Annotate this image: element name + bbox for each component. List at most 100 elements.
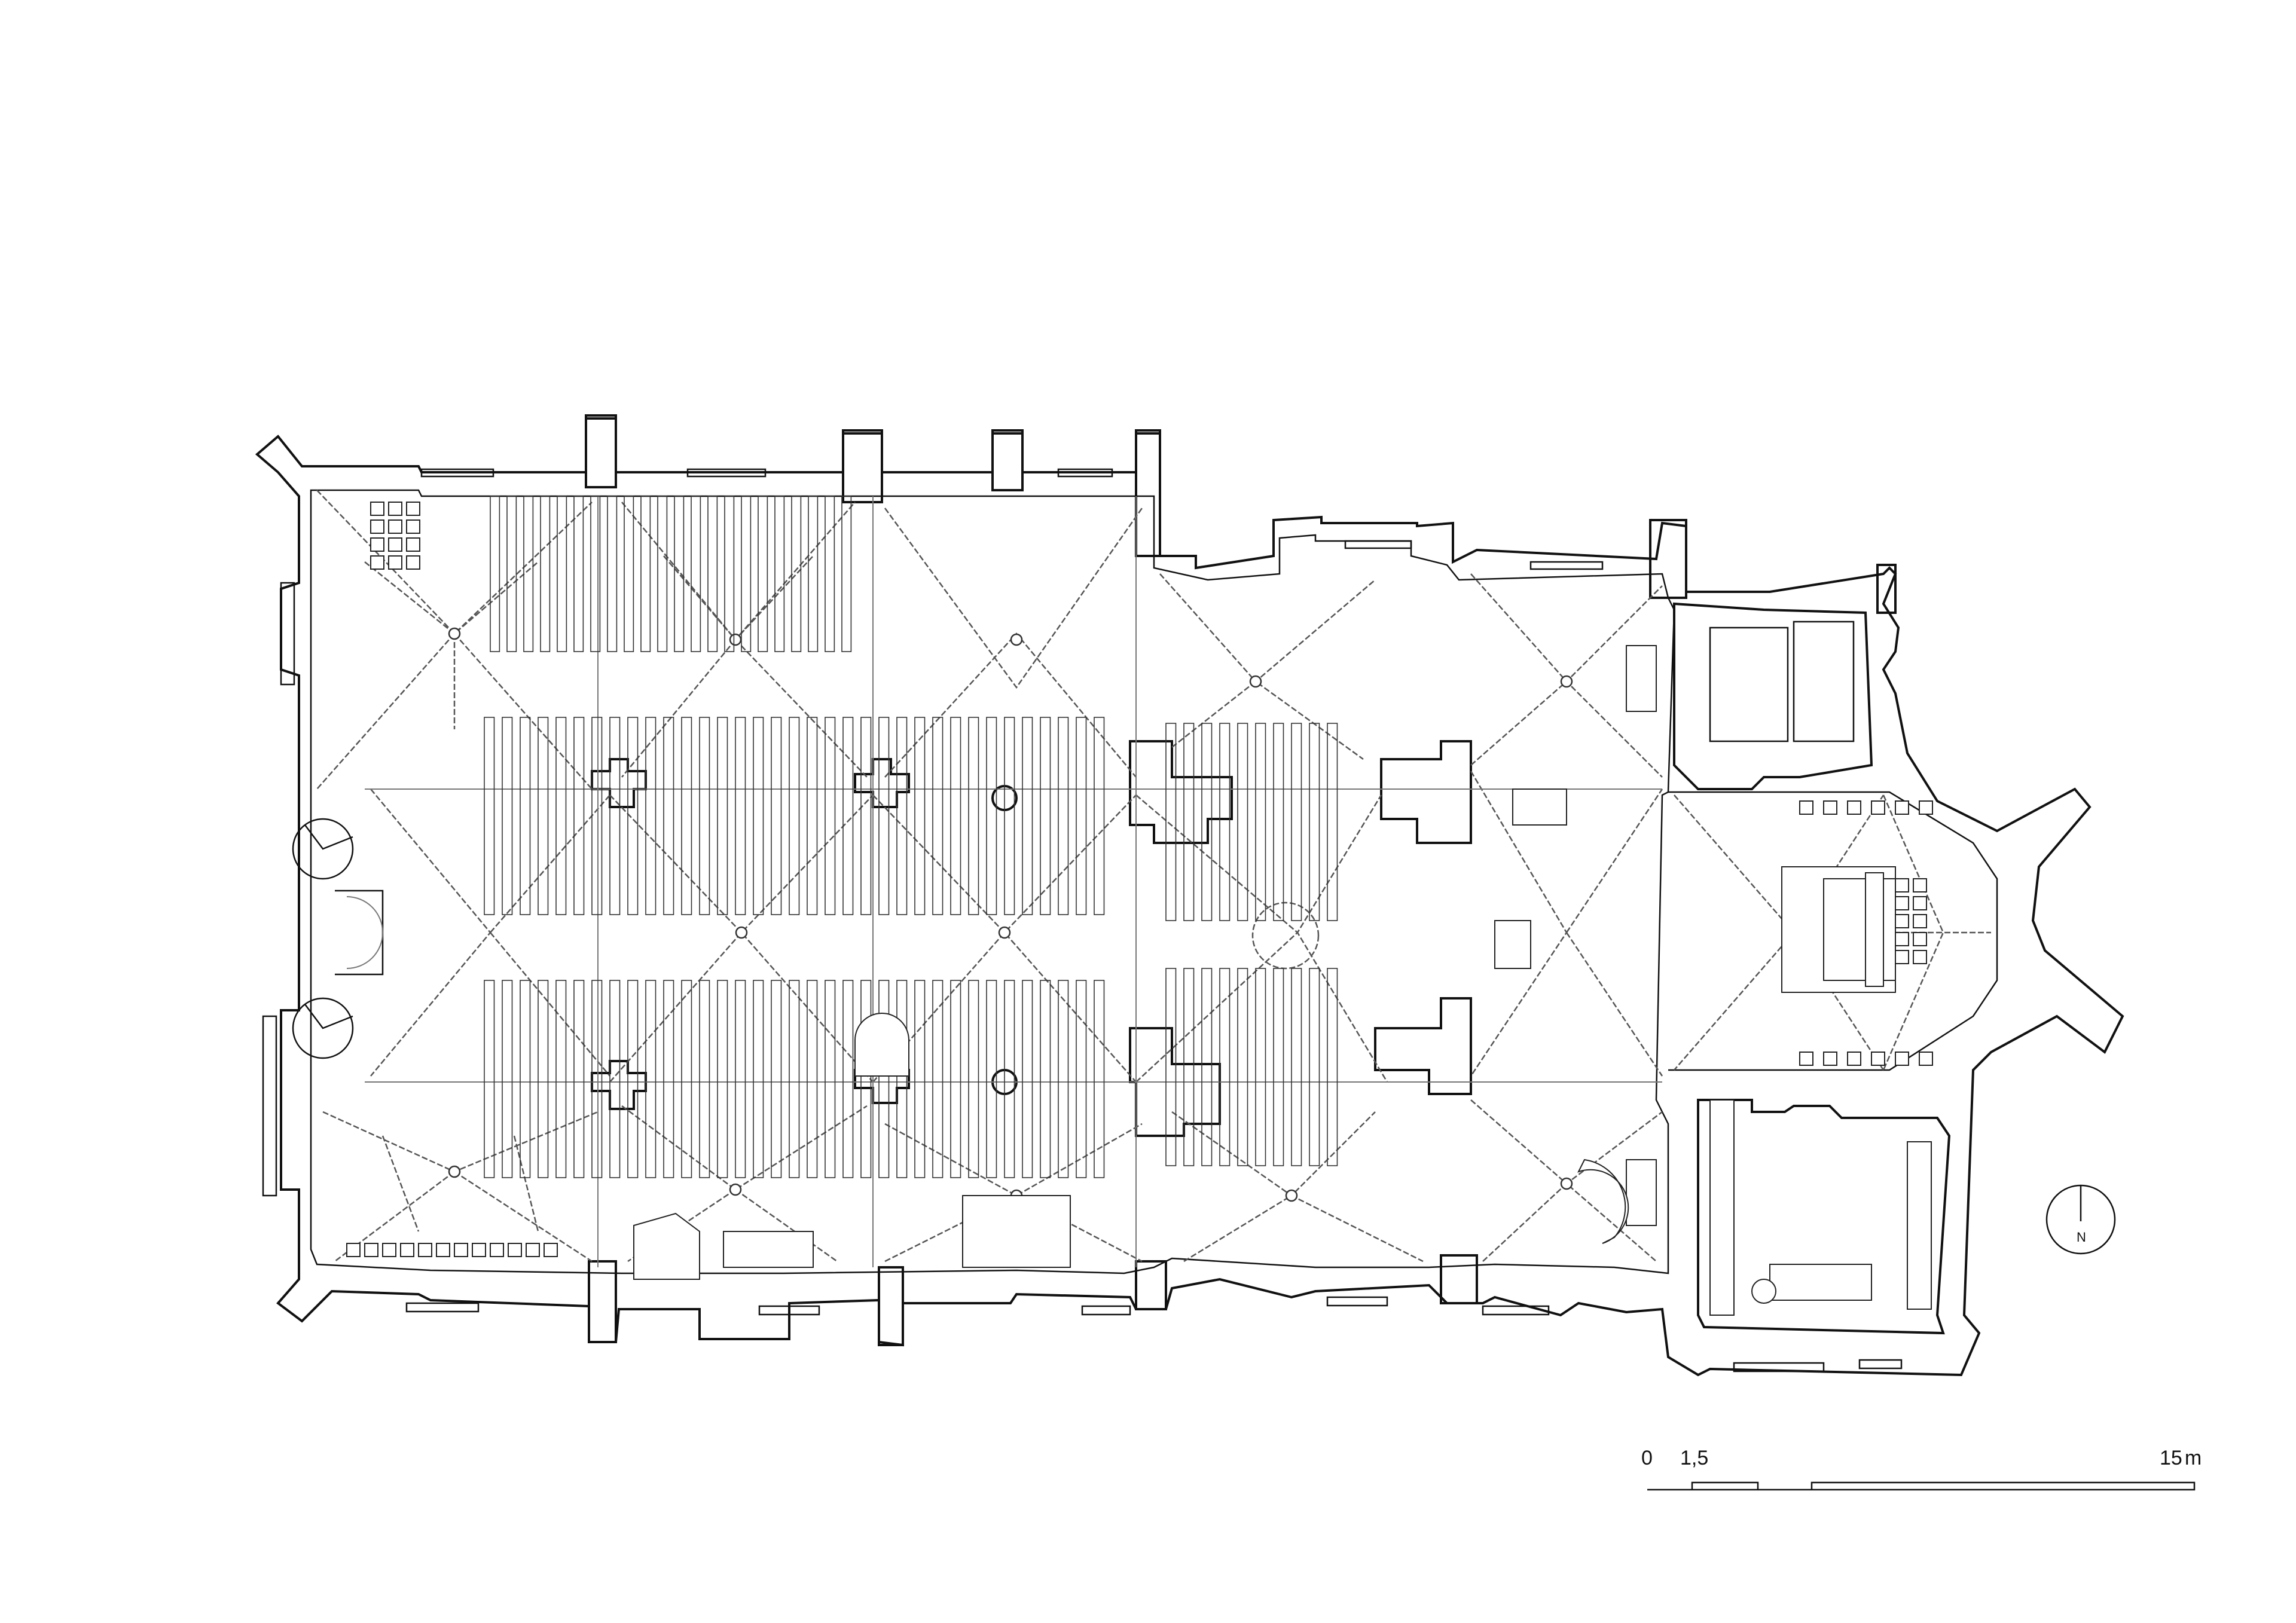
north-label: N bbox=[2077, 1230, 2086, 1245]
pier-block-1 bbox=[1129, 740, 1233, 844]
pew-north-west bbox=[557, 496, 567, 652]
buttresses bbox=[585, 414, 1897, 1346]
chair-northwest bbox=[370, 555, 384, 570]
pew-south-nave bbox=[681, 980, 692, 1178]
vault-rib-sw bbox=[322, 1111, 599, 1263]
pew-south-nave bbox=[699, 980, 710, 1178]
chair-chancel-south bbox=[1871, 1052, 1885, 1066]
pew-north-east bbox=[1327, 723, 1338, 921]
chair-southwest bbox=[418, 1243, 432, 1257]
pew-south-nave bbox=[573, 980, 585, 1178]
chair-chancel-south bbox=[1847, 1052, 1861, 1066]
buttress-north-2 bbox=[842, 429, 883, 503]
pew-south-nave bbox=[520, 980, 531, 1178]
pew-south-nave bbox=[591, 980, 603, 1178]
pew-north-east bbox=[1165, 723, 1177, 921]
window-n1 bbox=[420, 468, 494, 478]
stair-steps bbox=[304, 824, 353, 1029]
bench-north bbox=[1626, 645, 1657, 712]
pew-south-nave bbox=[950, 980, 961, 1178]
pew-south-nave bbox=[771, 980, 782, 1178]
chair-southwest bbox=[346, 1243, 361, 1257]
vault-rib-w bbox=[370, 788, 610, 1077]
vault-rib-n2 bbox=[621, 502, 868, 778]
sacristy-chair bbox=[1751, 1279, 1776, 1304]
buttress-south-4 bbox=[1440, 1254, 1478, 1304]
pew-north-west bbox=[758, 496, 768, 652]
chair-southwest bbox=[436, 1243, 450, 1257]
pew-south-nave bbox=[932, 980, 944, 1178]
pew-north-west bbox=[640, 496, 651, 652]
chair-chancel bbox=[1895, 914, 1909, 928]
pew-south-nave bbox=[484, 980, 495, 1178]
chair-chancel bbox=[1913, 896, 1927, 910]
pew-north-nave bbox=[681, 717, 692, 915]
chair-chancel bbox=[1895, 950, 1909, 964]
chair-northwest bbox=[406, 555, 420, 570]
pew-north-west bbox=[657, 496, 668, 652]
pew-north-west bbox=[674, 496, 685, 652]
pew-north-west bbox=[774, 496, 785, 652]
vault-axes bbox=[365, 496, 1662, 1267]
chair-northwest bbox=[370, 519, 384, 534]
pew-south-east bbox=[1291, 968, 1302, 1166]
chair-chancel-north bbox=[1895, 800, 1909, 815]
chair-southwest bbox=[364, 1243, 378, 1257]
chair-chancel-south bbox=[1895, 1052, 1909, 1066]
pew-north-west bbox=[707, 496, 718, 652]
pew-north-nave bbox=[1058, 717, 1069, 915]
pew-north-nave bbox=[627, 717, 639, 915]
pew-north-nave bbox=[753, 717, 764, 915]
pew-north-nave bbox=[645, 717, 657, 915]
lectern-table bbox=[1494, 920, 1531, 969]
boss-9 bbox=[448, 1165, 461, 1178]
door-swing bbox=[346, 896, 383, 969]
pew-north-nave bbox=[914, 717, 926, 915]
pew-south-nave bbox=[878, 980, 890, 1178]
pew-south-nave bbox=[914, 980, 926, 1178]
pew-south-nave bbox=[968, 980, 979, 1178]
boss-12 bbox=[1285, 1189, 1298, 1202]
boss-13 bbox=[1560, 1177, 1573, 1190]
pew-north-nave bbox=[807, 717, 818, 915]
window-n2 bbox=[686, 468, 767, 478]
pew-south-nave bbox=[842, 980, 854, 1178]
font-baldachin bbox=[962, 1195, 1071, 1268]
chair-chancel-south bbox=[1919, 1052, 1933, 1066]
boss-5 bbox=[1560, 675, 1573, 688]
chair-southwest bbox=[490, 1243, 504, 1257]
boss-10 bbox=[729, 1183, 742, 1196]
boss-1 bbox=[448, 627, 461, 640]
curved-choir-stalls bbox=[1577, 1159, 1629, 1244]
chair-chancel bbox=[1913, 914, 1927, 928]
pew-south-east bbox=[1327, 968, 1338, 1166]
spiral-stair-north bbox=[292, 818, 354, 880]
pew-south-nave bbox=[538, 980, 549, 1178]
window-s7 bbox=[1858, 1359, 1903, 1370]
pew-north-nave bbox=[1094, 717, 1105, 915]
pew-south-nave bbox=[1040, 980, 1051, 1178]
pew-north-nave bbox=[573, 717, 585, 915]
pew-north-west bbox=[791, 496, 802, 652]
pew-south-nave bbox=[986, 980, 997, 1178]
pew-south-east bbox=[1237, 968, 1248, 1166]
windows bbox=[262, 468, 1903, 1373]
annex-room bbox=[1793, 621, 1855, 742]
pew-north-west bbox=[506, 496, 517, 652]
chancel-furnishings bbox=[633, 645, 1932, 1316]
pew-north-nave bbox=[591, 717, 603, 915]
pew-north-nave bbox=[1040, 717, 1051, 915]
pew-south-nave bbox=[717, 980, 728, 1178]
chair-chancel bbox=[1913, 950, 1927, 964]
pew-south-east bbox=[1255, 968, 1266, 1166]
chair-chancel-south bbox=[1799, 1052, 1813, 1066]
sacristy-bed bbox=[1769, 1264, 1872, 1301]
pew-north-west bbox=[691, 496, 701, 652]
pew-north-nave bbox=[699, 717, 710, 915]
nave-inner-wall bbox=[310, 489, 1675, 1274]
pew-south-nave bbox=[502, 980, 513, 1178]
pew-north-east bbox=[1255, 723, 1266, 921]
pew-north-nave bbox=[538, 717, 549, 915]
